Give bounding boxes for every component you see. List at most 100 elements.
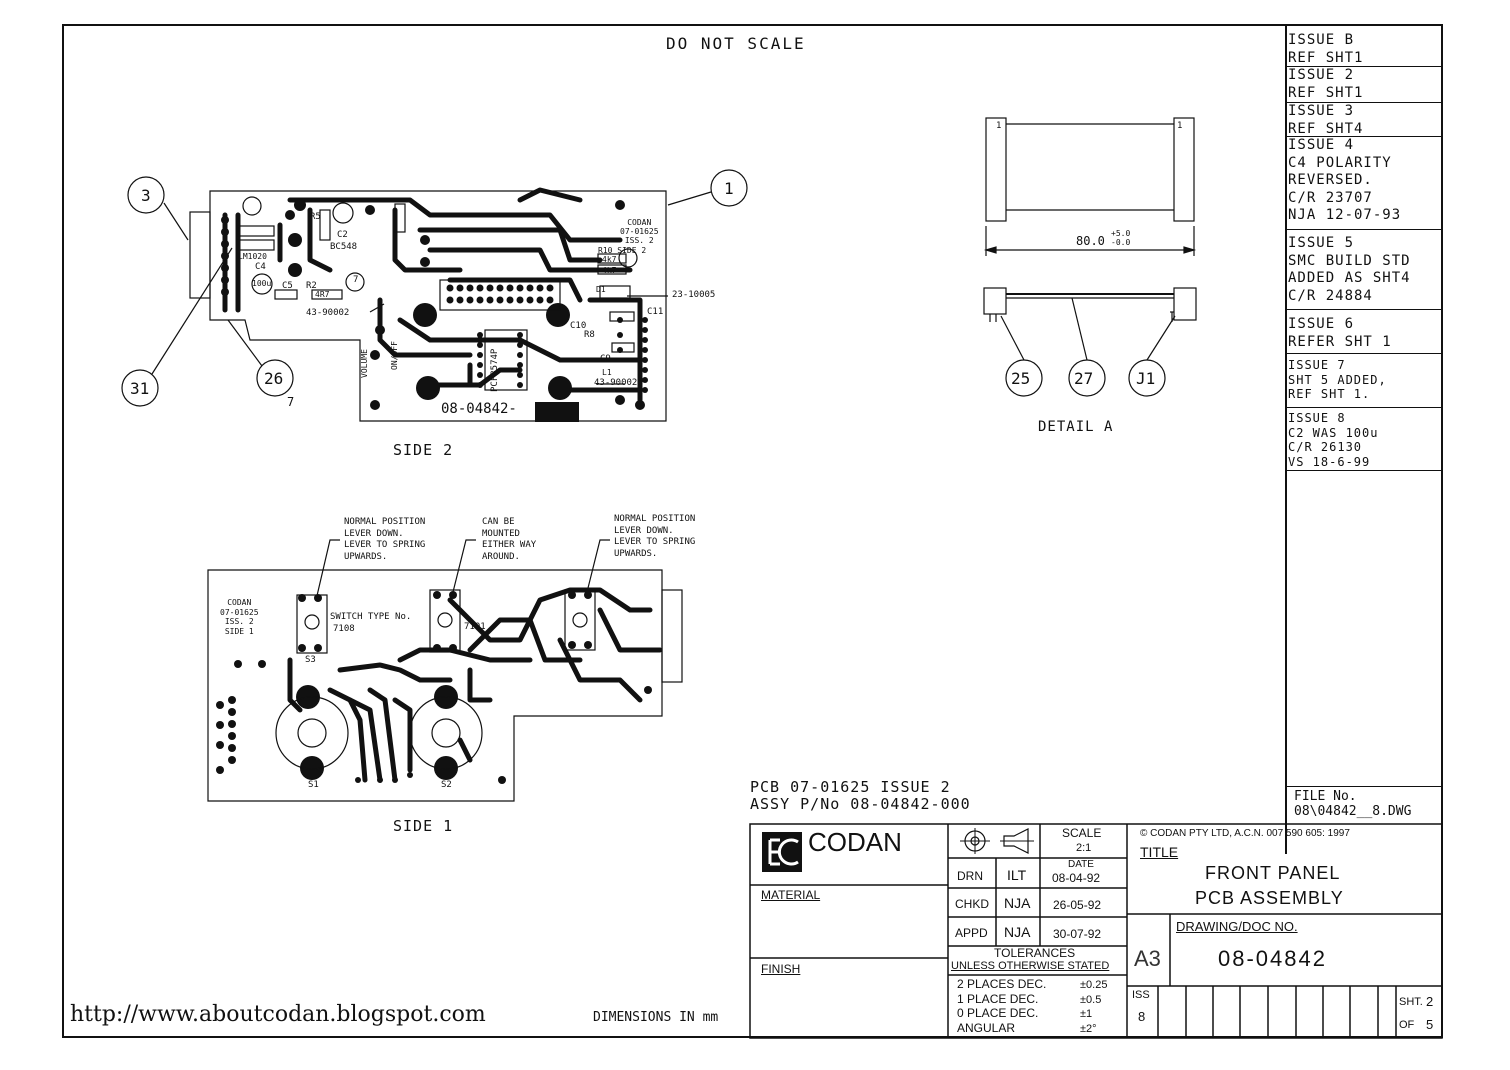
side1-connector-outline	[661, 589, 683, 683]
dimension-value: 80.0	[1076, 234, 1105, 248]
issue-entry: ISSUE 7 SHT 5 ADDED, REF SHT 1.	[1288, 358, 1387, 402]
drawing-no-label: DRAWING/DOC NO.	[1176, 919, 1298, 934]
component-label: C2	[337, 230, 348, 240]
issue-entry: ISSUE 3 REF SHT4	[1288, 103, 1363, 138]
ic-outline	[484, 329, 528, 391]
issue-line: ISSUE B	[1288, 32, 1355, 48]
issue-line: ADDED AS SHT4	[1288, 270, 1411, 286]
side2-traces	[222, 187, 643, 403]
silk-text: ISS. 2	[224, 617, 254, 626]
side2-balloons	[121, 169, 748, 407]
issue-line: REFER SHT 1	[1288, 333, 1392, 350]
side1-caption: SIDE 1	[393, 817, 454, 835]
note-line: UPWARDS.	[614, 548, 658, 559]
dimension-tol-plus: +5.0	[1111, 229, 1131, 238]
issue-line: REF SHT1	[1288, 49, 1364, 66]
issue-line: REVERSED.	[1288, 172, 1373, 188]
switch-code: 7101	[464, 622, 486, 632]
balloon-25-label: 25	[1011, 369, 1031, 388]
switch-type-label: SWITCH TYPE No.	[330, 612, 412, 622]
switch-7101	[429, 589, 461, 653]
note-line: NORMAL POSITION	[614, 514, 696, 524]
switch-s3	[296, 594, 328, 654]
side2-pads	[221, 199, 645, 410]
component-label: VOLUME	[360, 349, 369, 378]
issue-line: C/R 23707	[1288, 189, 1373, 206]
issue-entry: ISSUE 8 C2 WAS 100u C/R 26130 VS 18-6-99	[1288, 411, 1378, 469]
side1-traces	[287, 587, 663, 783]
drawing-frame	[62, 24, 1443, 1038]
tolerances-label: TOLERANCES	[994, 946, 1076, 960]
issue-value: 8	[1138, 1009, 1146, 1024]
issue-line: SMC BUILD STD	[1288, 252, 1411, 269]
approval-role: DRN	[957, 869, 983, 883]
do-not-scale-note: DO NOT SCALE	[666, 34, 806, 53]
component-label: C9	[600, 354, 611, 364]
tolerance-label: 1 PLACE DEC.	[957, 991, 1039, 1006]
issue-line: SHT 5 ADDED,	[1288, 372, 1387, 387]
note-line: MOUNTED	[482, 528, 520, 539]
side1-note: NORMAL POSITION LEVER DOWN. LEVER TO SPR…	[614, 514, 695, 560]
divider	[1285, 786, 1441, 787]
issue-line: ISSUE 6	[1288, 316, 1355, 332]
issue-line: C/R 26130	[1288, 440, 1363, 454]
note-line: NORMAL POSITION	[344, 517, 426, 527]
side1-board-outline	[207, 569, 663, 802]
sheet-value: 2	[1426, 994, 1434, 1009]
issue-entry: ISSUE 2 REF SHT1	[1288, 67, 1363, 102]
source-url-link[interactable]: http://www.aboutcodan.blogspot.com	[70, 1002, 486, 1027]
component-label: R2	[306, 281, 317, 291]
drawing-title-line1: FRONT PANEL	[1205, 863, 1341, 883]
detail-a-caption: DETAIL A	[1038, 419, 1114, 435]
balloon-31-label: 31	[130, 379, 150, 398]
sheet-size: A3	[1134, 946, 1161, 971]
note-line: LEVER TO SPRING	[344, 540, 426, 550]
issue-line: ISSUE 2	[1288, 67, 1355, 83]
file-value: 08\04842__8.DWG	[1294, 804, 1412, 819]
of-value: 5	[1426, 1017, 1434, 1032]
approval-initials: NJA	[1004, 924, 1031, 940]
issue-line: ISSUE 7	[1288, 358, 1346, 372]
component-label: 4k7	[602, 255, 617, 264]
issue-line: C2 WAS 100u	[1288, 425, 1379, 440]
drawing-number: 08-04842	[1218, 946, 1327, 971]
divider	[1285, 309, 1441, 310]
tolerance-label: 2 PLACES DEC.	[957, 977, 1047, 991]
connector-right	[1173, 117, 1195, 222]
divider	[1285, 229, 1441, 230]
side1-note: NORMAL POSITION LEVER DOWN. LEVER TO SPR…	[344, 517, 425, 563]
issue-line: C/R 24884	[1288, 287, 1373, 304]
side1-note: CAN BE MOUNTED EITHER WAY AROUND.	[482, 517, 536, 563]
tolerances-sub: UNLESS OTHERWISE STATED	[951, 960, 1110, 972]
tolerance-value: ±1	[1080, 1008, 1093, 1020]
balloon-26	[256, 359, 294, 397]
part-ref: 43-90002	[306, 308, 350, 318]
silk-text: 07-01625	[220, 607, 259, 617]
issue-line: ISSUE 4	[1288, 137, 1355, 153]
component-label: 100u	[252, 279, 272, 288]
date-label: DATE	[1068, 859, 1094, 870]
issue-line: VS 18-6-99	[1288, 454, 1371, 469]
silk-text: CODAN	[627, 218, 652, 227]
side2-label-block	[535, 402, 579, 422]
component-label: C4	[255, 262, 266, 272]
side2-connector-outline	[189, 211, 211, 299]
issue-line: REF SHT 1.	[1288, 387, 1371, 401]
component-label: L1	[602, 368, 612, 377]
switch-ref: S3	[305, 655, 316, 665]
component-label: 4R7	[315, 290, 330, 299]
scale-label: SCALE	[1062, 826, 1102, 840]
switch-ref: S1	[308, 780, 319, 790]
approval-date: 30-07-92	[1053, 927, 1102, 941]
tolerance-label: 0 PLACE DEC.	[957, 1006, 1039, 1020]
silk-text: R10 SIDE 2	[598, 246, 647, 255]
codan-logo-text: CODAN	[808, 827, 902, 857]
divider	[1285, 102, 1441, 103]
note-line: CAN BE	[482, 517, 515, 527]
tolerance-value: ±0.5	[1080, 993, 1102, 1006]
detail-a-graphic	[983, 117, 1197, 397]
revision-column	[1285, 24, 1445, 854]
balloon-3-label: 3	[141, 186, 151, 205]
note-line: LEVER TO SPRING	[614, 537, 696, 547]
issue-line: C4 POLARITY	[1288, 154, 1392, 171]
